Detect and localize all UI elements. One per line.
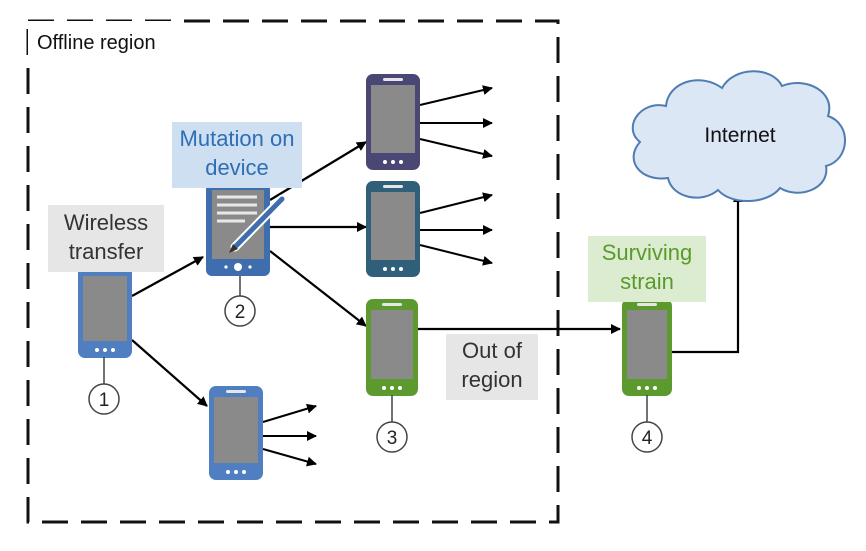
phone-device-4-button-dot-3 — [653, 386, 657, 390]
wireless-transfer-line-2: transfer — [68, 239, 144, 264]
tablet-text-lines — [217, 195, 257, 223]
fanout-teal-1 — [419, 192, 493, 214]
surviving-strain-label: Surviving strain — [588, 236, 706, 302]
phone-lower-branch-speaker — [226, 390, 246, 393]
phone-teal-screen — [371, 192, 415, 260]
phone-device-4 — [622, 299, 672, 396]
pen-icon — [229, 194, 287, 253]
internet-cloud — [631, 70, 846, 203]
wireless-transfer-line-1: Wireless — [63, 210, 149, 235]
fanout-purple-1 — [419, 85, 493, 106]
phone-device-1-button-dot-2 — [103, 348, 107, 352]
phone-teal-button-dot-2 — [391, 267, 395, 271]
fanout-lower-3 — [262, 448, 317, 467]
phone-teal — [366, 181, 420, 277]
phone-purple — [366, 74, 420, 170]
marker-2: 2 — [235, 302, 246, 323]
phone-device-3-screen — [371, 310, 413, 379]
fanout-lower-1 — [262, 403, 317, 423]
tablet-dot-left — [224, 265, 228, 269]
phone-device-4-button-dot-2 — [645, 386, 649, 390]
marker-1: 1 — [99, 390, 110, 411]
offline-region-boundary — [26, 19, 560, 524]
phone-device-1-button-dot-1 — [95, 348, 99, 352]
phone-teal-button-dot-3 — [399, 267, 403, 271]
transfer-arrows — [131, 141, 743, 407]
phone-purple-button-dot-2 — [391, 160, 395, 164]
out-of-region-line-1: Out of — [462, 338, 522, 363]
phone-purple-button-dot-3 — [399, 160, 403, 164]
arrow-4-to-internet — [672, 192, 743, 354]
phone-purple-screen — [371, 85, 415, 153]
internet-label: Internet — [704, 124, 775, 147]
phone-purple-button-dot-1 — [383, 160, 387, 164]
surviving-line-1: Surviving — [601, 240, 693, 265]
phone-lower-branch — [209, 386, 263, 480]
phone-device-3-speaker — [382, 303, 402, 306]
phone-teal-button-dot-1 — [383, 267, 387, 271]
tablet-dot-right — [248, 265, 252, 269]
markers — [88, 276, 663, 453]
out-of-region-label: Out of region — [446, 334, 538, 400]
phone-device-4-screen — [627, 310, 667, 379]
wireless-transfer-label: Wireless transfer — [48, 205, 164, 272]
mutation-on-device-label: Mutation on device — [172, 122, 302, 188]
phone-device-1-screen — [83, 276, 127, 341]
marker-labels: 1 2 3 4 — [99, 302, 653, 449]
tablet-device-2 — [206, 183, 287, 276]
marker-3: 3 — [387, 428, 398, 449]
fanout-purple-3 — [419, 138, 493, 159]
offline-region-title: Offline region — [37, 32, 156, 54]
phone-device-4-speaker — [637, 303, 657, 306]
fanout-lower — [262, 403, 317, 467]
phone-lower-branch-button-dot-1 — [226, 470, 230, 474]
out-of-region-line-2: region — [461, 367, 523, 392]
phone-device-1 — [78, 265, 132, 358]
phone-lower-branch-button-dot-3 — [242, 470, 246, 474]
tablet-home-button — [234, 263, 242, 271]
fanout-teal-3 — [419, 244, 493, 266]
offline-region-title-box — [28, 21, 173, 59]
arrow-1-to-2 — [131, 256, 204, 297]
marker-circle-2 — [224, 295, 256, 327]
phone-device-1-button-dot-3 — [111, 348, 115, 352]
phone-device-3-button-dot-1 — [382, 386, 386, 390]
phone-device-4-button-dot-1 — [637, 386, 641, 390]
surviving-line-2: strain — [620, 269, 674, 294]
arrow-1-to-lower — [131, 339, 208, 407]
arrow-2-to-purple — [269, 141, 367, 201]
phone-lower-branch-screen — [214, 397, 258, 463]
arrow-2-to-3 — [269, 250, 367, 327]
phone-teal-speaker — [383, 185, 403, 188]
mutation-line-1: Mutation on — [179, 126, 295, 151]
marker-4: 4 — [642, 428, 653, 449]
marker-circle-1 — [88, 383, 120, 415]
phone-device-3-button-dot-3 — [398, 386, 402, 390]
phone-device-3 — [366, 299, 418, 396]
marker-circle-4 — [631, 421, 663, 453]
fanout-purple — [419, 85, 493, 159]
phone-lower-branch-button-dot-2 — [234, 470, 238, 474]
phone-purple-speaker — [383, 78, 403, 81]
fanout-teal — [419, 192, 493, 266]
marker-circle-3 — [376, 421, 408, 453]
phone-device-3-button-dot-2 — [390, 386, 394, 390]
mutation-line-2: device — [205, 155, 269, 180]
